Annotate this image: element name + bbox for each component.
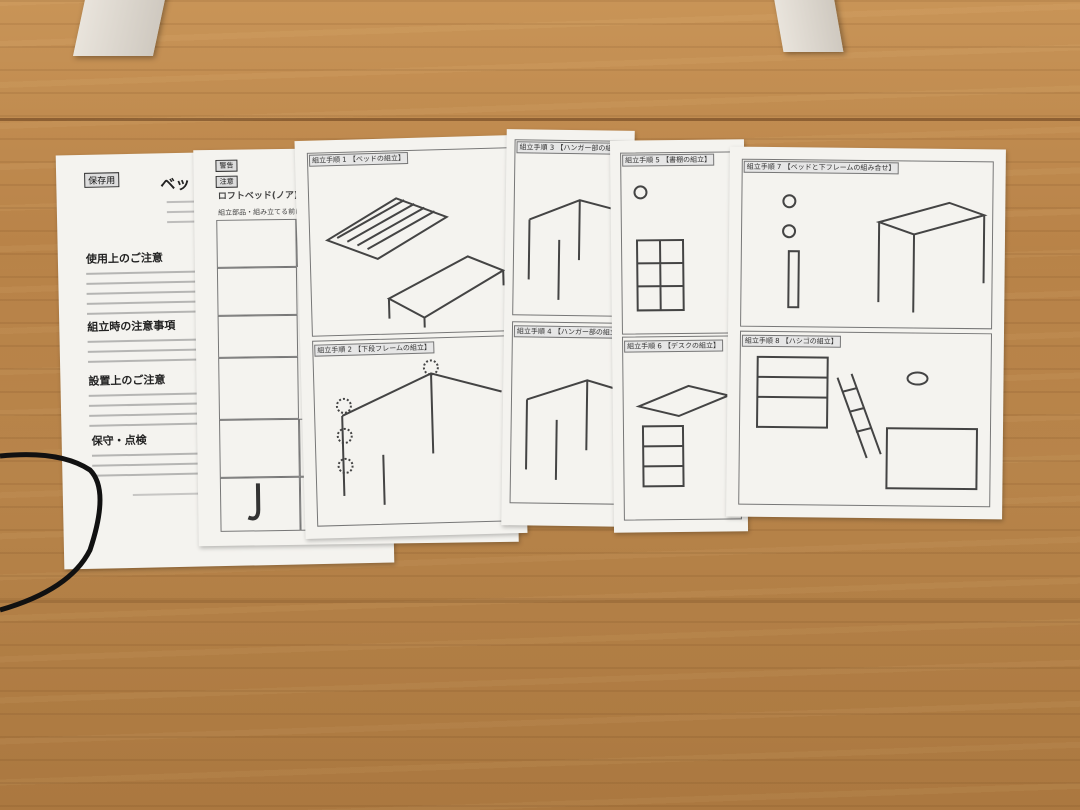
bed-frame-diagram [324, 197, 506, 328]
loft-assembly-diagram [782, 194, 988, 313]
hanger-diagram [527, 199, 620, 300]
heading-assembly: 組立時の注意事項 [87, 319, 176, 334]
lower-frame-diagram [335, 359, 502, 505]
ladder-diagram [756, 355, 979, 491]
furniture-leg-left [72, 0, 168, 56]
sheet-title: ベッ [160, 174, 191, 194]
warning-tag: 警告 [215, 159, 238, 172]
furniture-leg-right [772, 0, 844, 52]
instruction-sheet-step7-8: 組立手順 7 【ベッドと下フレームの組み合せ】 組立手順 8 【ハシゴの組立】 [726, 146, 1006, 520]
heading-usage: 使用上のご注意 [85, 251, 164, 266]
hanger-diagram-2 [525, 379, 623, 480]
black-cable [0, 452, 103, 613]
caution-tag: 注意 [215, 175, 238, 188]
hook-icon [247, 483, 261, 521]
instruction-sheet-step3-4: 組立手順 3 【ハンガー部の組立】 組立手順 4 【ハンガー部の組立】 [501, 129, 635, 527]
heading-install: 設置上のご注意 [88, 373, 166, 388]
instruction-sheet-parts: 警告 注意 ロフトベッド(ノア) 組立 組立部品・組み立てる前にご確 [193, 145, 519, 547]
instruction-sheet-step1-2: 組立手順 1 【ベッドの組立】 組立手順 2 【下段フレームの組立】 [294, 134, 528, 540]
floor-seam [0, 600, 1080, 603]
keep-label: 保存用 [84, 172, 120, 188]
desk-diagram [635, 384, 732, 488]
bookshelf-diagram [633, 185, 685, 312]
floor-seam [0, 118, 1080, 121]
